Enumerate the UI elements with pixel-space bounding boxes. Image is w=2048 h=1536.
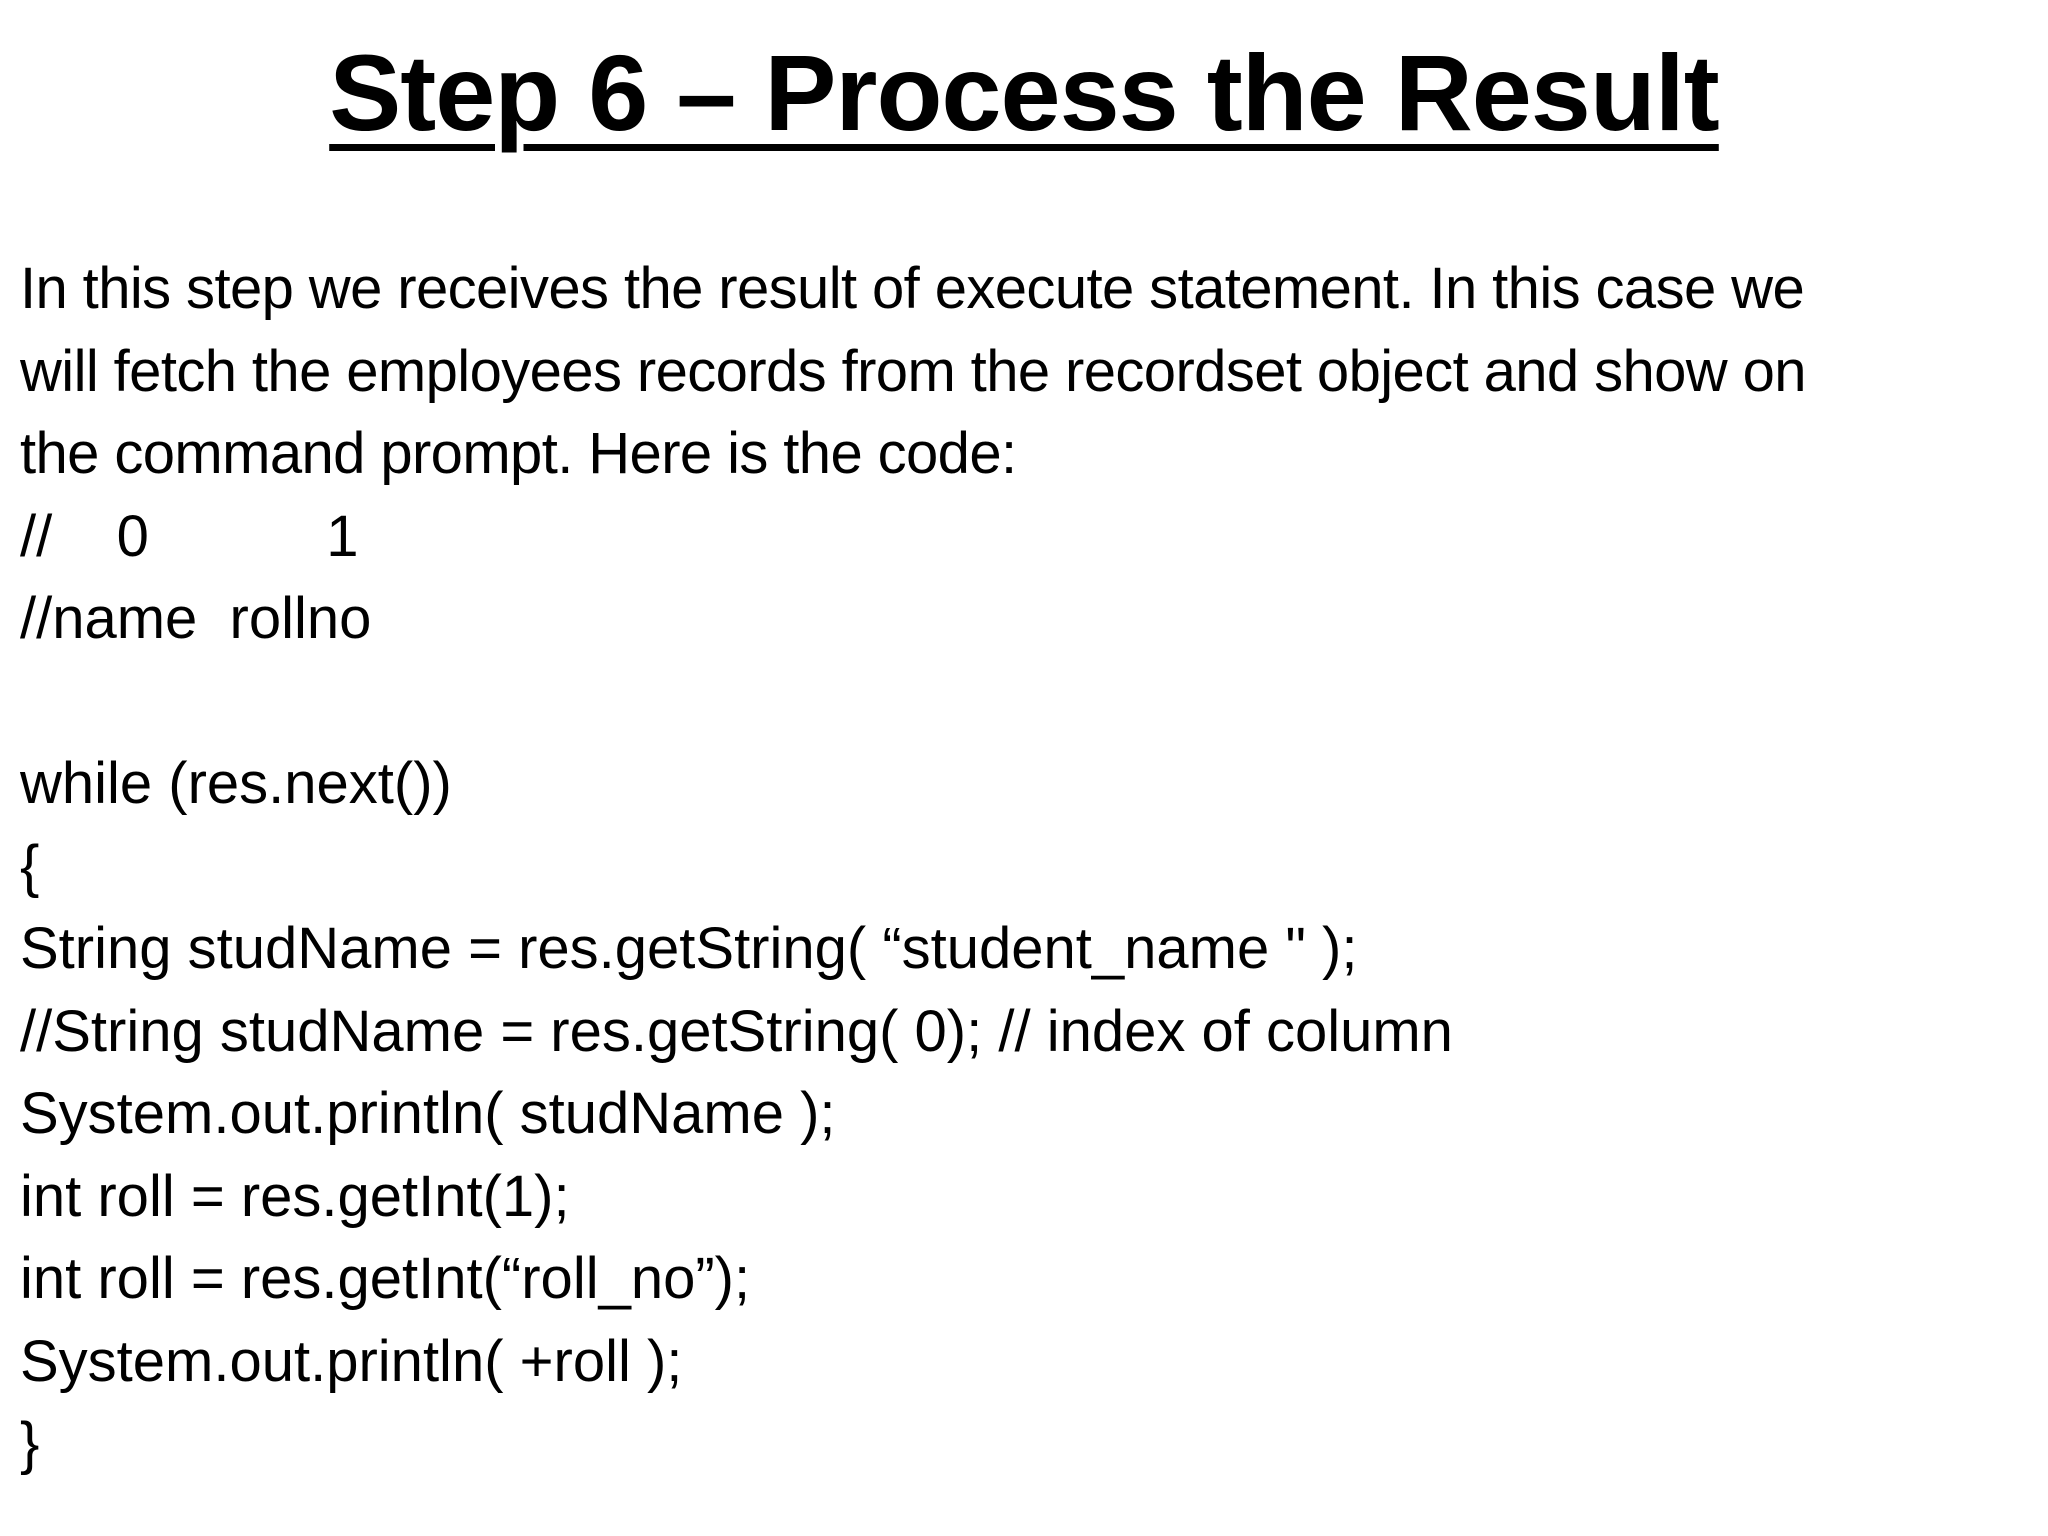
intro-paragraph: In this step we receives the result of e… bbox=[20, 248, 2030, 496]
code-line: while (res.next()) bbox=[20, 751, 452, 816]
code-line: System.out.println( studName ); bbox=[20, 1081, 836, 1146]
intro-line: the command prompt. Here is the code: bbox=[20, 421, 1017, 486]
code-line: { bbox=[20, 833, 40, 899]
code-line: //name rollno bbox=[20, 586, 372, 651]
code-line: System.out.println( +roll ); bbox=[20, 1328, 683, 1394]
code-line: int roll = res.getInt(1); bbox=[20, 1163, 570, 1229]
slide-body: In this step we receives the result of e… bbox=[20, 248, 2030, 1486]
code-line bbox=[20, 661, 2030, 744]
code-line: String studName = res.getString( “studen… bbox=[20, 916, 1358, 981]
intro-line: will fetch the employees records from th… bbox=[20, 338, 1807, 404]
slide-title: Step 6 – Process the Result bbox=[329, 32, 1720, 153]
intro-line: In this step we receives the result of e… bbox=[20, 256, 1805, 321]
code-line: // 0 1 bbox=[20, 503, 359, 569]
code-line: //String studName = res.getString( 0); /… bbox=[20, 998, 1453, 1064]
code-line: } bbox=[20, 1411, 40, 1476]
code-line: int roll = res.getInt(“roll_no”); bbox=[20, 1246, 751, 1311]
code-block: // 0 1 //name rollno while (res.next()) … bbox=[20, 496, 2030, 1486]
